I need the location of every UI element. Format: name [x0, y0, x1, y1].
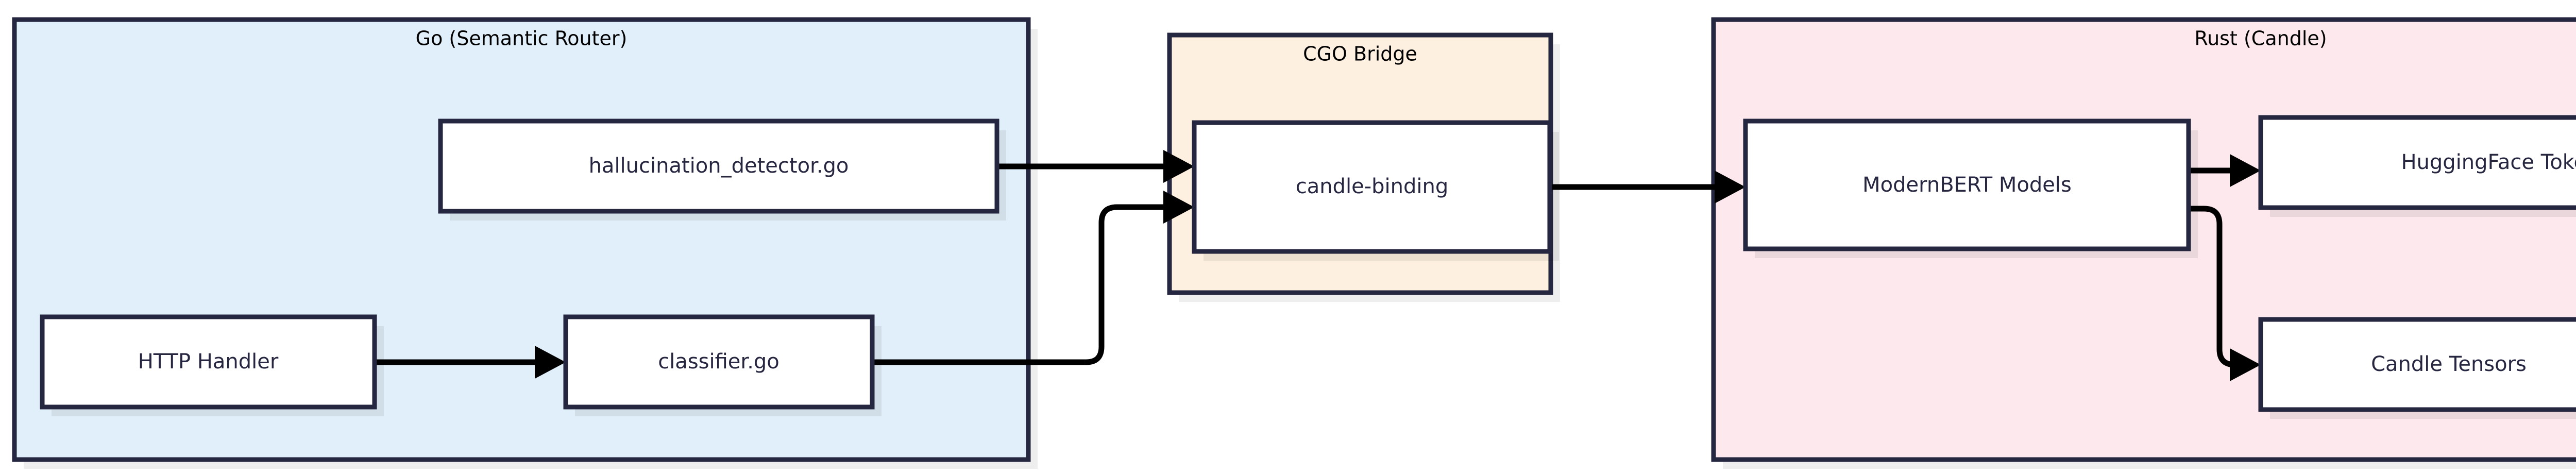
- cluster-rust-label: Rust (Candle): [2194, 27, 2327, 50]
- arrow-head-icon: [535, 346, 566, 379]
- node-candle-binding-rect[interactable]: [1192, 120, 1552, 254]
- node-candle-tensors-rect[interactable]: [2258, 317, 2576, 412]
- node-hf-tokenizers-label: HuggingFace Tokenizers: [2401, 150, 2576, 174]
- node-hf-tokenizers-rect[interactable]: [2258, 115, 2576, 210]
- node-http-handler-label: HTTP Handler: [138, 350, 279, 374]
- edge-classifier-to-candle-binding: [872, 191, 1194, 365]
- node-candle-binding[interactable]: candle-binding: [1192, 120, 1559, 261]
- node-hallucination-detector[interactable]: hallucination_detector.go: [438, 118, 1006, 221]
- node-candle-tensors-label: Candle Tensors: [2371, 352, 2527, 376]
- node-modernbert-label: ModernBERT Models: [1862, 173, 2072, 197]
- node-classifier-label: classifier.go: [658, 350, 779, 374]
- edge-modernbert-to-candle-tensors: [2189, 206, 2261, 381]
- node-classifier-rect[interactable]: [563, 314, 875, 410]
- node-hallucination-label: hallucination_detector.go: [589, 154, 849, 178]
- node-modernbert-rect[interactable]: [1743, 118, 2191, 251]
- edge-candle-binding-to-modernbert: [1550, 171, 1745, 204]
- node-hallucination-rect[interactable]: [438, 118, 999, 214]
- node-classifier[interactable]: classifier.go: [563, 314, 882, 416]
- node-layer: hallucination_detector.go HTTP Handler c…: [40, 115, 2576, 419]
- node-huggingface-tokenizers[interactable]: HuggingFace Tokenizers: [2258, 115, 2576, 217]
- node-http-handler[interactable]: HTTP Handler: [40, 314, 384, 416]
- edge-hallucination-to-candle-binding: [997, 150, 1194, 183]
- arrow-head-icon: [1715, 171, 1745, 204]
- node-candle-binding-label: candle-binding: [1296, 175, 1449, 198]
- arrow-head-icon: [1163, 150, 1194, 183]
- arrow-head-icon: [2230, 348, 2261, 381]
- arrow-head-icon: [2230, 154, 2261, 187]
- edge-modernbert-to-hf-tokenizers: [2189, 154, 2261, 187]
- node-modernbert-models[interactable]: ModernBERT Models: [1743, 118, 2198, 258]
- cluster-go-label: Go (Semantic Router): [416, 27, 628, 50]
- edge-http-handler-to-classifier: [375, 346, 566, 379]
- node-candle-tensors[interactable]: Candle Tensors: [2258, 317, 2576, 419]
- arrow-head-icon: [1163, 191, 1194, 224]
- edge-layer: [375, 150, 2261, 381]
- cluster-cgo-label: CGO Bridge: [1303, 43, 1417, 65]
- node-http-handler-rect[interactable]: [40, 314, 377, 410]
